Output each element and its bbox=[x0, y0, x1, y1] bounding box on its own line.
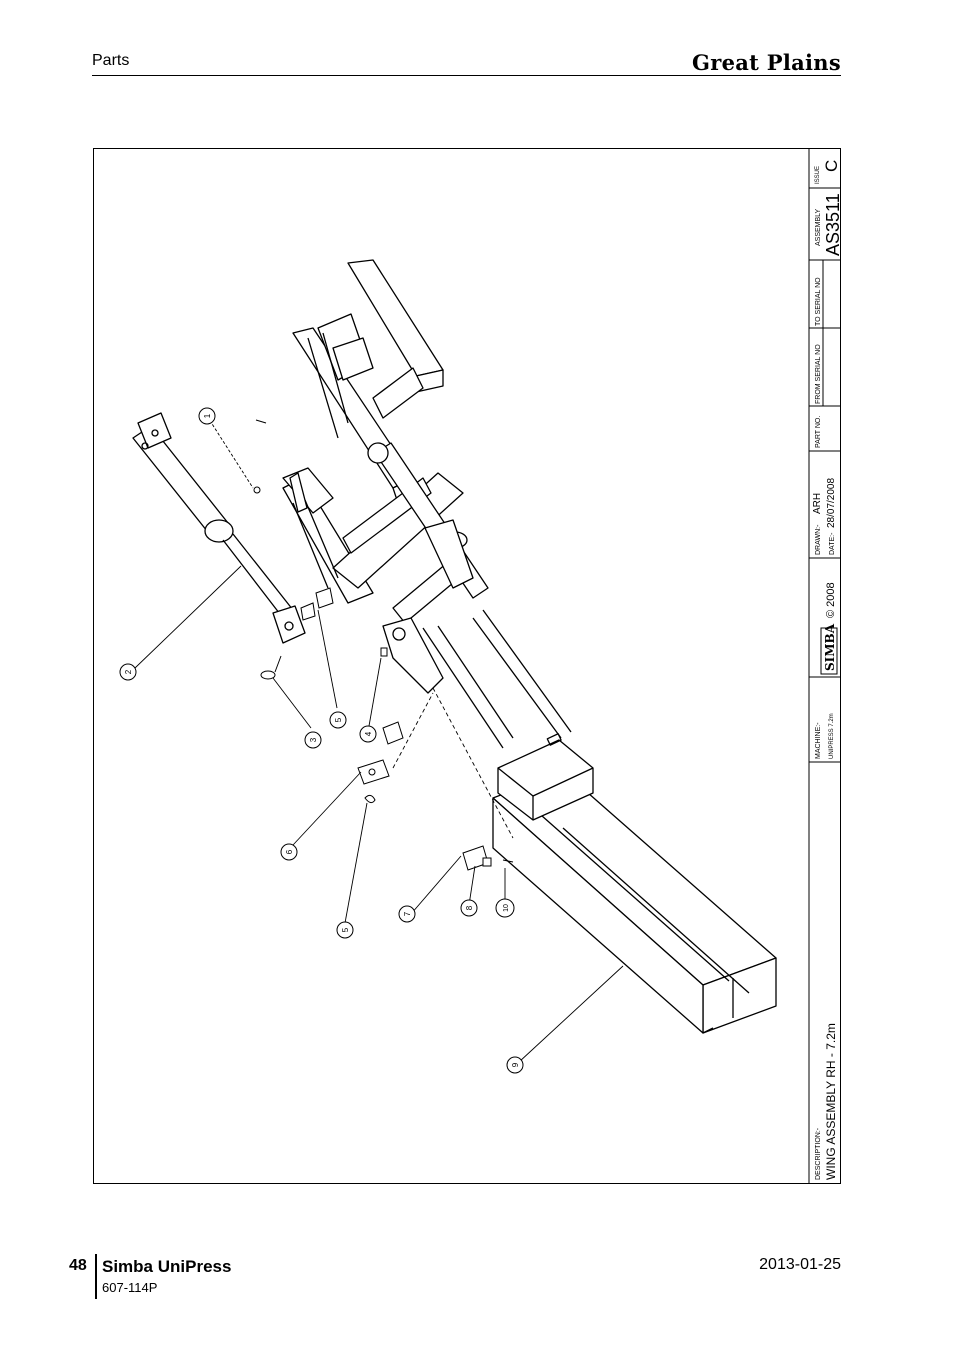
publication-date: 2013-01-25 bbox=[759, 1256, 841, 1273]
callout-5a: 5 bbox=[329, 711, 347, 729]
page-number: 48 bbox=[69, 1257, 87, 1274]
callout-8: 8 bbox=[460, 899, 478, 917]
description-value: WING ASSEMBLY RH - 7.2m bbox=[824, 1023, 838, 1180]
title-block bbox=[808, 148, 841, 1184]
leader-lines bbox=[134, 415, 624, 1063]
callout-2: 2 bbox=[119, 663, 137, 681]
callout-10: 10 bbox=[495, 898, 515, 918]
svg-text:4: 4 bbox=[364, 731, 373, 736]
svg-text:2: 2 bbox=[124, 669, 133, 674]
date-label: DATE:- bbox=[829, 532, 836, 555]
parts-drawing: ISSUE C ASSEMBLY AS3511 TO SERIAL NO FRO… bbox=[119, 148, 841, 1184]
assembly-label: ASSEMBLY bbox=[815, 208, 822, 246]
to-serial-label: TO SERIAL NO bbox=[815, 277, 822, 326]
svg-text:3: 3 bbox=[309, 737, 318, 742]
svg-text:7: 7 bbox=[403, 911, 412, 916]
svg-text:5: 5 bbox=[341, 927, 350, 932]
from-serial-label: FROM SERIAL NO bbox=[815, 344, 822, 404]
svg-text:5: 5 bbox=[334, 717, 343, 722]
drawn-value: ARH bbox=[812, 493, 823, 514]
brand-logo: Great Plains bbox=[691, 50, 841, 75]
hardware-parts bbox=[253, 419, 514, 871]
callout-4: 4 bbox=[359, 725, 377, 743]
assembly-value: AS3511 bbox=[823, 193, 841, 256]
svg-text:8: 8 bbox=[465, 905, 474, 910]
section-label: Parts bbox=[92, 52, 130, 69]
copyright: © 2008 bbox=[825, 582, 837, 618]
date-value: 28/07/2008 bbox=[826, 478, 837, 528]
footer-divider bbox=[95, 1254, 97, 1299]
callout-7: 7 bbox=[398, 905, 416, 923]
svg-text:SIMBA: SIMBA bbox=[823, 623, 837, 671]
svg-text:1: 1 bbox=[203, 413, 212, 418]
manual-title: Simba UniPress bbox=[102, 1257, 232, 1276]
callout-9: 9 bbox=[506, 1056, 524, 1074]
machine-label: MACHINE:- bbox=[815, 722, 822, 759]
wing-frame-linework bbox=[132, 259, 777, 1034]
callout-3: 3 bbox=[304, 731, 322, 749]
callout-5b: 5 bbox=[336, 921, 354, 939]
header-divider bbox=[92, 75, 841, 76]
svg-text:9: 9 bbox=[511, 1062, 520, 1067]
issue-label: ISSUE bbox=[815, 166, 821, 184]
svg-text:6: 6 bbox=[285, 849, 294, 854]
simba-logo: SIMBA bbox=[820, 623, 838, 675]
drawing-frame bbox=[93, 148, 841, 1184]
description-label: DESCRIPTION:- bbox=[815, 1127, 822, 1180]
manual-code: 607-114P bbox=[102, 1280, 158, 1295]
machine-value: UNIPRESS 7.2m bbox=[829, 713, 835, 759]
part-no-label: PART NO. bbox=[815, 416, 822, 448]
callout-6: 6 bbox=[280, 843, 298, 861]
drawn-label: DRAWN:- bbox=[815, 524, 822, 555]
svg-text:10: 10 bbox=[503, 904, 510, 912]
issue-value: C bbox=[822, 160, 841, 172]
callout-1: 1 bbox=[198, 407, 216, 425]
